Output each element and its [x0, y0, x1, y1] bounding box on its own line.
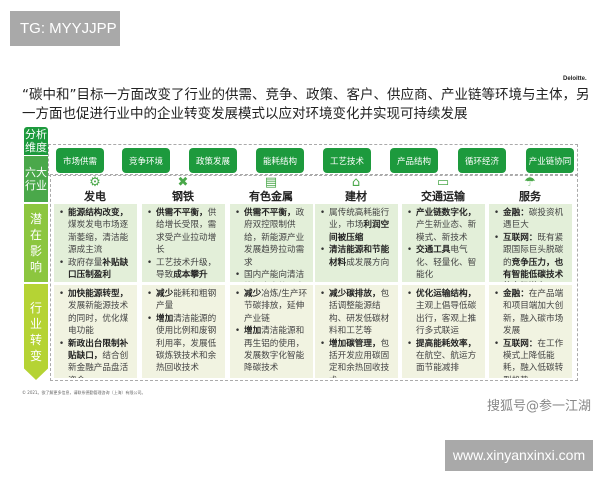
bullet-item: 国内产能向清洁能源丰富的西南: [235, 269, 308, 282]
bullet-item: 加快能源转型，发展新能源技术的同时，优化煤电功能: [59, 288, 132, 338]
industry-name: 交通运输: [421, 190, 465, 203]
industry-name: 钢铁: [172, 190, 194, 203]
dimension-5: 产品结构: [390, 148, 438, 173]
impact-box: 供需不平衡，供给增长受限，需求受产业拉动增长工艺技术升级，导致成本攀升: [142, 204, 225, 282]
brand-logo: Deloitte.: [563, 76, 587, 82]
transform-box: 加快能源转型，发展新能源技术的同时，优化煤电功能新政出台限制补贴缺口，结合创新金…: [54, 285, 137, 378]
page-title: “碳中和”目标一方面改变了行业的供需、竞争、政策、客户、供应商、产业链等环境与主…: [22, 87, 590, 122]
transform-box: 优化运输结构，主观上倡导低碳出行，客观上推行多式联运提高能耗效率，在航空、航运方…: [402, 285, 485, 378]
bullet-item: 增加碳管理，包括开发应用碳固定和余热回收技术: [320, 338, 393, 378]
footer-copyright: © 2021。欲了解更多信息，请联系德勤管理咨询（上海）有限公司。: [22, 390, 146, 395]
dimension-6: 循环经济: [458, 148, 506, 173]
dimension-1: 竞争环境: [122, 148, 170, 173]
metal-icon: ▤: [264, 175, 278, 190]
industry-header: ▭ 交通运输: [400, 175, 486, 204]
bullet-item: 工艺技术升级，导致成本攀升: [147, 257, 220, 282]
bullet-item: 增加清洁能源的使用比例和废钢利用率，发展低碳炼铁技术和余热回收技术: [147, 313, 220, 375]
impact-box: 供需不平衡，政府双控限制供给，新能源产业发展趋势拉动需求国内产能向清洁能源丰富的…: [230, 204, 313, 282]
dimension-0: 市场供需: [56, 148, 104, 173]
industry-name: 发电: [84, 190, 106, 203]
dimension-3: 能耗结构: [256, 148, 304, 173]
dimensions-frame: [48, 144, 578, 176]
bullet-item: 增加清洁能源和再生铝的使用，发展数字化智能降碳技术: [235, 325, 308, 375]
bullet-item: 减少能耗和粗钢产量: [147, 288, 220, 313]
industry-header: ▤ 有色金属: [228, 175, 314, 204]
bullet-item: 供需不平衡，供给增长受限，需求受产业拉动增长: [147, 207, 220, 257]
row-label-industries: 六大行业: [24, 156, 48, 202]
industries-frame: [50, 174, 578, 381]
industry-header: ⌂ 建材: [313, 175, 399, 204]
impact-box: 产业链数字化，产生新业态、新模式、新技术交通工具电气化、轻量化、智能化: [402, 204, 485, 282]
row-label-impact: 潜在影响: [24, 204, 48, 282]
bullet-item: 新政出台限制补贴缺口，结合创新金融产品盘活资金: [59, 338, 132, 378]
impact-box: 金融：碳投资机遇巨大互联网：既有紧跟国际巨头脱碳的竞争压力，也有智能低碳技术的市…: [489, 204, 572, 282]
industry-name: 建材: [345, 190, 367, 203]
industry-header: ☂ 服务: [487, 175, 573, 204]
building-icon: ⌂: [351, 175, 361, 190]
dimension-7: 产业链协同: [526, 148, 574, 173]
bullet-item: 减少碳排放，包括调整能源结构、研发低碳材料和工艺等: [320, 288, 393, 338]
transform-box: 减少冶炼/生产环节碳排放，延伸产业链增加清洁能源和再生铝的使用，发展数字化智能降…: [230, 285, 313, 378]
bullet-item: 供需不平衡，政府双控限制供给，新能源产业发展趋势拉动需求: [235, 207, 308, 269]
row-label-dimensions: 分析维度: [24, 127, 48, 155]
power-plant-icon: ⚙: [89, 175, 101, 190]
bullet-item: 互联网：在工作模式上降低能耗，融入低碳转型趋势: [494, 338, 567, 378]
bullet-item: 交通工具电气化、轻量化、智能化: [407, 244, 480, 281]
transform-box: 金融：在产品端和项目端加大创新，融入碳市场发展互联网：在工作模式上降低能耗，融入…: [489, 285, 572, 378]
impact-box: 属传统高耗能行业，市场利润空间被压缩清洁能源和节能材料成发展方向: [315, 204, 398, 282]
bullet-item: 金融：碳投资机遇巨大: [494, 207, 567, 232]
bullet-item: 互联网：既有紧跟国际巨头脱碳的竞争压力，也有智能低碳技术的市场潜力: [494, 232, 567, 282]
bullet-item: 能源结构改变，煤炭发电市场逐渐萎缩，清洁能源成主流: [59, 207, 132, 257]
row-label-transform: 行业转变: [24, 284, 48, 380]
bullet-item: 产业链数字化，产生新业态、新模式、新技术: [407, 207, 480, 244]
bullet-item: 政府存量补贴缺口压制盈利: [59, 257, 132, 282]
steel-icon: ✖: [177, 175, 189, 190]
industry-name: 有色金属: [249, 190, 293, 203]
dimension-2: 政策发展: [189, 148, 237, 173]
watermark-top: TG: MYYJJPP: [10, 11, 120, 46]
bullet-item: 提高能耗效率，在航空、航运方面节能减排: [407, 338, 480, 375]
industry-header: ✖ 钢铁: [140, 175, 226, 204]
impact-box: 能源结构改变，煤炭发电市场逐渐萎缩，清洁能源成主流政府存量补贴缺口压制盈利: [54, 204, 137, 282]
dimension-4: 工艺技术: [323, 148, 371, 173]
bullet-item: 优化运输结构，主观上倡导低碳出行，客观上推行多式联运: [407, 288, 480, 338]
watermark-source: 搜狐号@参一江湖: [487, 399, 592, 414]
bullet-item: 减少冶炼/生产环节碳排放，延伸产业链: [235, 288, 308, 325]
transform-box: 减少碳排放，包括调整能源结构、研发低碳材料和工艺等增加碳管理，包括开发应用碳固定…: [315, 285, 398, 378]
industry-header: ⚙ 发电: [52, 175, 138, 204]
transform-box: 减少能耗和粗钢产量增加清洁能源的使用比例和废钢利用率，发展低碳炼铁技术和余热回收…: [142, 285, 225, 378]
bus-icon: ▭: [436, 175, 450, 190]
watermark-site: www.xinyanxinxi.com: [445, 440, 593, 471]
industry-name: 服务: [519, 190, 541, 203]
bullet-item: 金融：在产品端和项目端加大创新，融入碳市场发展: [494, 288, 567, 338]
umbrella-icon: ☂: [524, 175, 536, 190]
bullet-item: 清洁能源和节能材料成发展方向: [320, 244, 393, 269]
bullet-item: 属传统高耗能行业，市场利润空间被压缩: [320, 207, 393, 244]
